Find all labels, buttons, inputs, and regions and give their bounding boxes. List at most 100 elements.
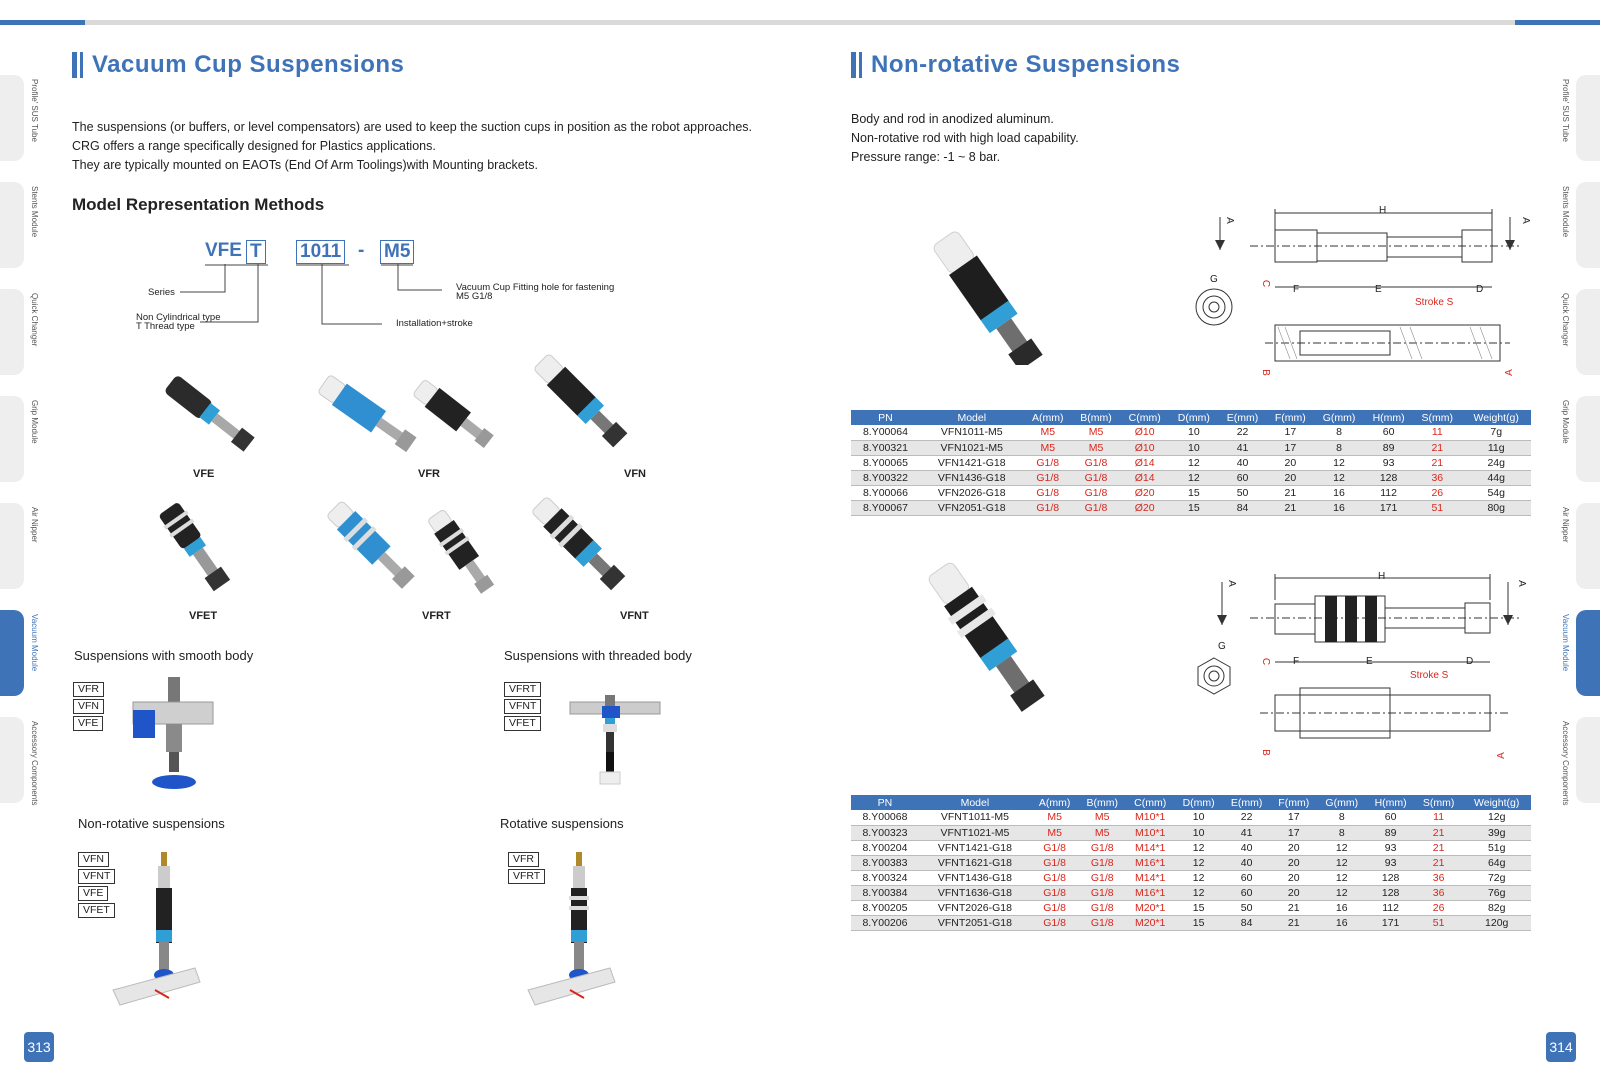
table-cell: G1/8 (1023, 485, 1072, 501)
model-code-install: 1011 (296, 240, 346, 264)
table-cell: 12 (1174, 840, 1223, 856)
table-cell: 8.Y00067 (851, 500, 920, 516)
smooth-body-assembly-image (132, 677, 214, 789)
side-tab-label: Quick Changer (30, 293, 39, 347)
table-cell: G1/8 (1071, 485, 1121, 501)
side-tab[interactable] (0, 182, 24, 268)
model-code-fitting: M5 (380, 240, 415, 264)
table-cell: 8.Y00064 (851, 425, 920, 441)
side-tab-label: Grip Module (1561, 400, 1570, 444)
side-tab[interactable] (0, 289, 24, 375)
table-cell: G1/8 (1078, 840, 1126, 856)
page-number-left: 313 (24, 1032, 54, 1062)
product-image-vfet (159, 503, 231, 592)
table-cell: Ø20 (1120, 500, 1170, 516)
table-cell: M10*1 (1125, 825, 1175, 841)
table-cell: M5 (1078, 810, 1126, 826)
table-cell: 12 (1174, 855, 1223, 871)
table-cell: 10 (1174, 825, 1223, 841)
table-cell: 8.Y00206 (851, 915, 919, 931)
product-image-vfe (165, 376, 255, 452)
table-cell: 11g (1461, 440, 1531, 456)
table-cell: M14*1 (1125, 840, 1175, 856)
table-cell: 10 (1169, 440, 1219, 456)
table-cell: 16 (1314, 500, 1365, 516)
tag-box: VFET (78, 903, 115, 918)
intro-line: CRG offers a range specifically designed… (72, 139, 436, 153)
table-cell: 16 (1317, 900, 1367, 916)
table-cell: M5 (1071, 425, 1121, 441)
table-cell: VFNT1621-G18 (918, 855, 1031, 871)
model-heading: Model Representation Methods (72, 195, 325, 214)
table-cell: 60 (1366, 810, 1415, 826)
side-tab-label: Grip Module (30, 400, 39, 444)
table-cell: 8.Y00323 (851, 825, 919, 841)
product-image-vfnt (532, 497, 626, 591)
dim-label-a: A (1225, 580, 1237, 587)
table-header-cell: C(mm) (1120, 410, 1170, 425)
table-header-cell: Weight(g) (1462, 795, 1531, 810)
table-cell: M14*1 (1125, 870, 1175, 886)
table-cell: G1/8 (1078, 855, 1126, 871)
table-cell: G1/8 (1030, 885, 1079, 901)
table-cell: G1/8 (1078, 870, 1126, 886)
side-tab[interactable] (1576, 610, 1600, 696)
table-cell: 17 (1270, 825, 1318, 841)
table-cell: M5 (1030, 825, 1079, 841)
table-cell: VFN1436-G18 (919, 470, 1024, 486)
table-cell: 12 (1169, 455, 1219, 471)
tag-box: VFET (504, 716, 541, 731)
product-caption: VFR (418, 468, 440, 480)
table-header-cell: S(mm) (1413, 410, 1462, 425)
side-tab[interactable] (1576, 503, 1600, 589)
table-cell: Ø14 (1120, 470, 1170, 486)
side-tab[interactable] (0, 717, 24, 803)
table-header-cell: B(mm) (1071, 410, 1121, 425)
table-cell: 50 (1222, 900, 1271, 916)
side-tab[interactable] (1576, 75, 1600, 161)
table-cell: 60 (1222, 885, 1271, 901)
dim-label-h: H (1378, 571, 1386, 582)
table-cell: M16*1 (1125, 885, 1175, 901)
table-cell: 20 (1266, 455, 1314, 471)
left-intro: The suspensions (or buffers, or level co… (72, 118, 792, 175)
side-tab[interactable] (0, 503, 24, 589)
table-cell: 93 (1366, 855, 1415, 871)
intro-line: The suspensions (or buffers, or level co… (72, 120, 753, 134)
table-cell: 21 (1270, 900, 1318, 916)
side-tab[interactable] (1576, 717, 1600, 803)
tag-box: VFNT (78, 869, 116, 884)
table-cell: 17 (1266, 440, 1314, 456)
dim-label-e: E (1375, 284, 1382, 295)
table-cell: 8.Y00066 (851, 485, 920, 501)
table-cell: 120g (1462, 915, 1531, 931)
side-tab[interactable] (1576, 289, 1600, 375)
table-header-cell: D(mm) (1169, 410, 1219, 425)
table-cell: 8.Y00322 (851, 470, 920, 486)
table-cell: 60 (1222, 870, 1271, 886)
dim-label-stroke: Stroke S (1415, 297, 1454, 308)
side-tab[interactable] (1576, 396, 1600, 482)
table-cell: 128 (1366, 870, 1415, 886)
side-tab[interactable] (0, 396, 24, 482)
threaded-body-caption: Suspensions with threaded body (504, 648, 692, 663)
title-marker (80, 52, 83, 78)
side-tab[interactable] (0, 610, 24, 696)
side-tab[interactable] (1576, 182, 1600, 268)
table-cell: 12 (1174, 885, 1223, 901)
table-cell: M10*1 (1125, 810, 1175, 826)
side-tab[interactable] (0, 75, 24, 161)
table-cell: VFNT1011-M5 (918, 810, 1031, 826)
table-header-cell: PN (851, 410, 920, 425)
table-cell: 16 (1314, 485, 1365, 501)
table-cell: M5 (1071, 440, 1121, 456)
table-cell: 16 (1317, 915, 1367, 931)
tag-box: VFR (73, 682, 104, 697)
table-cell: 72g (1462, 870, 1531, 886)
